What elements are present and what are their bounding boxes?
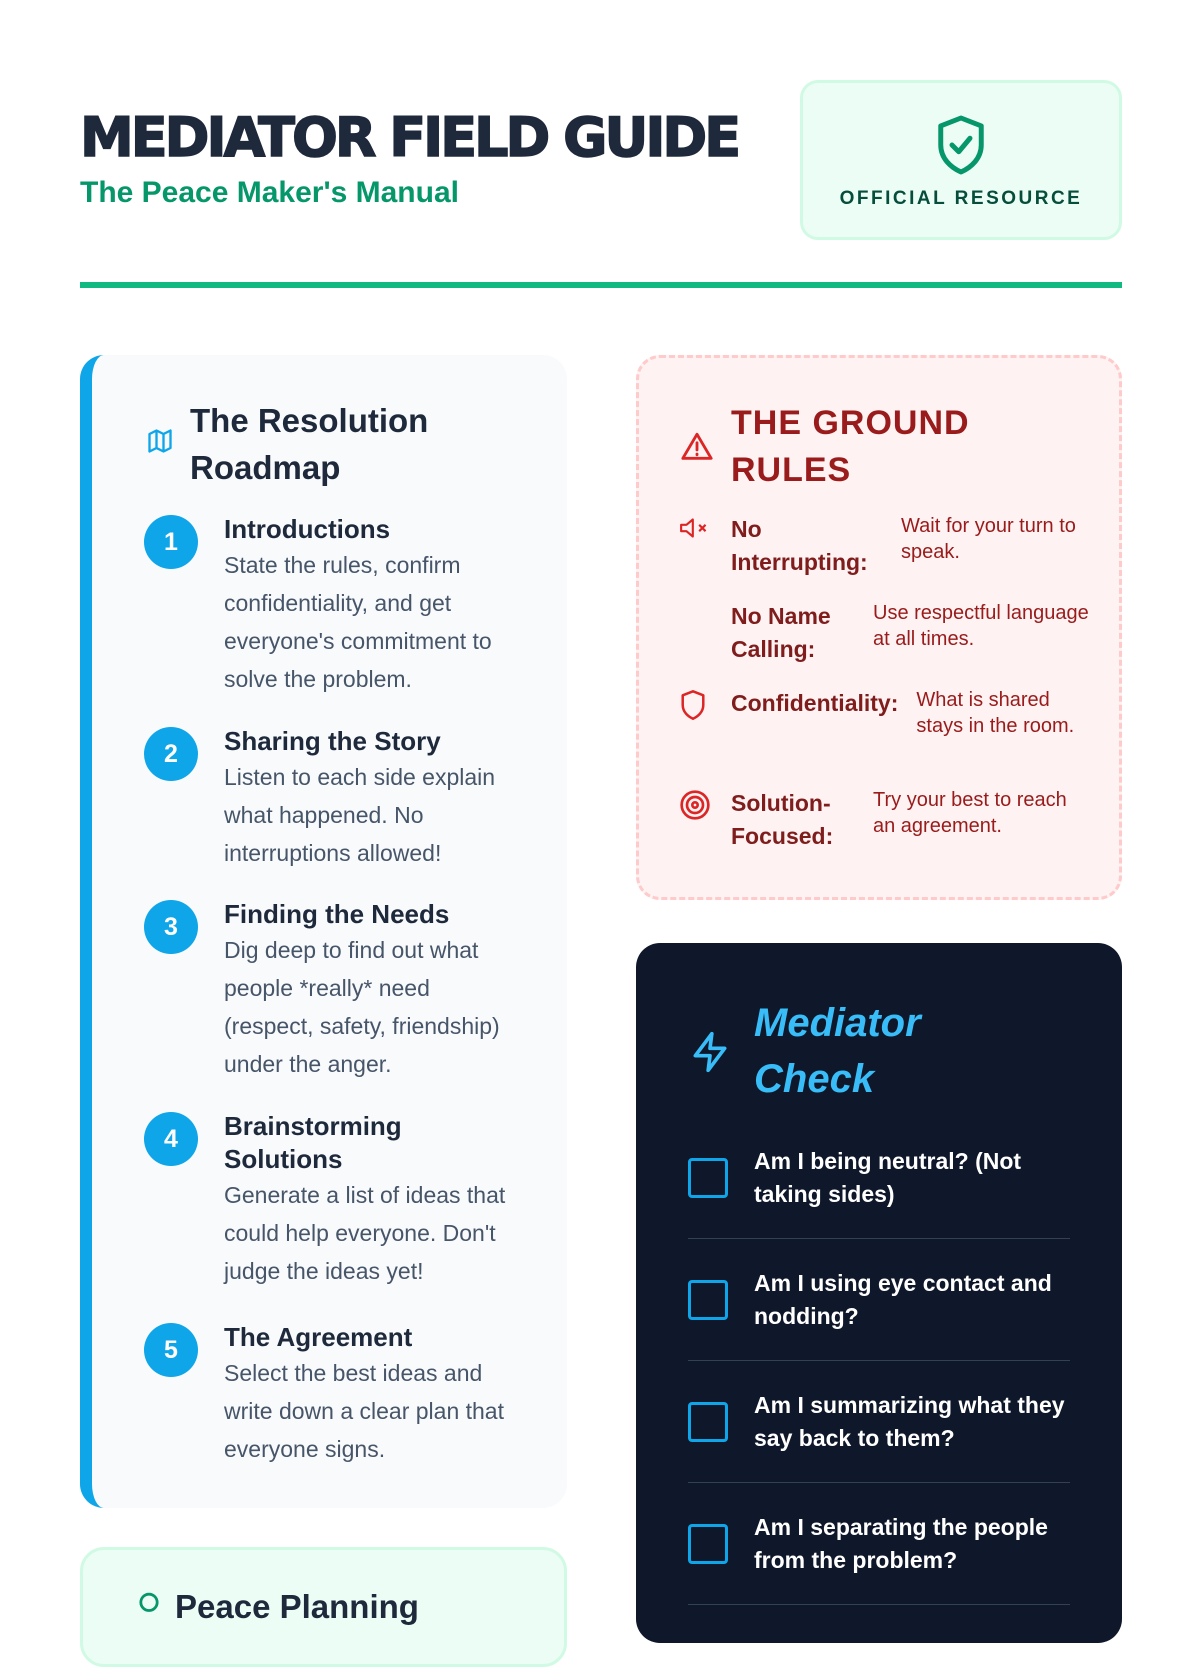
check-title: Mediator Check: [754, 1001, 921, 1101]
rule-desc: Try your best to reach an agreement.: [873, 789, 1067, 837]
step-desc: Generate a list of ideas that could help…: [224, 1182, 506, 1284]
warning-icon: [681, 432, 713, 460]
step-title: Introductions: [224, 514, 391, 544]
step-desc: Listen to each side explain what happene…: [224, 764, 496, 866]
step-title: The Agreement: [224, 1322, 413, 1352]
header: MEDIATOR FIELD GUIDE The Peace Maker's M…: [79, 80, 1122, 288]
target-icon: [680, 790, 710, 820]
checklist-item[interactable]: Am I using eye contact and nodding?: [688, 1239, 1070, 1361]
step-desc: Dig deep to find out what people *really…: [224, 937, 500, 1077]
step-title: Finding the Needs: [224, 899, 450, 929]
step-desc: Select the best ideas and write down a c…: [224, 1360, 504, 1462]
map-icon: [148, 429, 172, 453]
rule-desc: Wait for your turn to speak.: [901, 515, 1076, 563]
rule-item: Solution-Focused: Try your best to reach…: [679, 787, 1089, 853]
official-badge: OFFICIAL RESOURCE: [800, 80, 1122, 240]
checklist-text: Am I separating the people from the prob…: [754, 1513, 1048, 1573]
rule-item: No Interrupting: Wait for your turn to s…: [679, 513, 1089, 579]
rule-item: No Name Calling: Use respectful language…: [679, 600, 1089, 666]
rule-label: No Interrupting:: [731, 516, 868, 575]
mediator-check-card: Mediator Check Am I being neutral? (Not …: [636, 943, 1122, 1643]
ground-rules-card: THE GROUND RULES No Interrupting: Wait f…: [636, 355, 1122, 900]
checklist-item[interactable]: Am I summarizing what they say back to t…: [688, 1361, 1070, 1483]
step-desc: State the rules, confirm confidentiality…: [224, 552, 492, 692]
rule-item: Confidentiality: What is shared stays in…: [679, 687, 1089, 739]
rule-label: Solution-Focused:: [731, 790, 834, 849]
checklist-text: Am I summarizing what they say back to t…: [754, 1391, 1065, 1451]
checklist-item[interactable]: Am I being neutral? (Not taking sides): [688, 1117, 1070, 1239]
rule-desc: What is shared stays in the room.: [916, 689, 1075, 737]
lightning-icon: [693, 1031, 727, 1073]
peace-plan-card: Peace Planning: [80, 1547, 567, 1667]
step-number: 2: [144, 727, 198, 781]
step-number: 1: [144, 515, 198, 569]
badge-label: OFFICIAL RESOURCE: [839, 188, 1083, 209]
step-number: 3: [144, 900, 198, 954]
shield-icon: [681, 690, 705, 720]
checklist-text: Am I being neutral? (Not taking sides): [754, 1147, 1022, 1207]
rule-label: No Name Calling:: [731, 603, 831, 662]
rule-label: Confidentiality:: [731, 690, 899, 716]
pin-icon: [139, 1592, 159, 1612]
shield-check-icon: [938, 115, 984, 175]
step-title: Brainstorming Solutions: [224, 1111, 402, 1174]
checkbox[interactable]: [688, 1401, 728, 1442]
checkbox[interactable]: [688, 1523, 728, 1564]
roadmap-title: The Resolution Roadmap: [190, 402, 429, 486]
page-title: MEDIATOR FIELD GUIDE: [79, 105, 742, 170]
step-number: 5: [144, 1323, 198, 1377]
checkbox[interactable]: [688, 1157, 728, 1198]
checklist-item[interactable]: Am I separating the people from the prob…: [688, 1483, 1070, 1605]
rules-title: THE GROUND RULES: [731, 404, 970, 489]
step-number: 4: [144, 1112, 198, 1166]
rule-desc: Use respectful language at all times.: [873, 602, 1089, 650]
mute-icon: [680, 518, 707, 538]
step-title: Sharing the Story: [224, 726, 441, 756]
checklist-text: Am I using eye contact and nodding?: [754, 1269, 1052, 1329]
checkbox[interactable]: [688, 1279, 728, 1320]
page-subtitle: The Peace Maker's Manual: [80, 176, 459, 209]
plan-title: Peace Planning: [175, 1588, 419, 1625]
